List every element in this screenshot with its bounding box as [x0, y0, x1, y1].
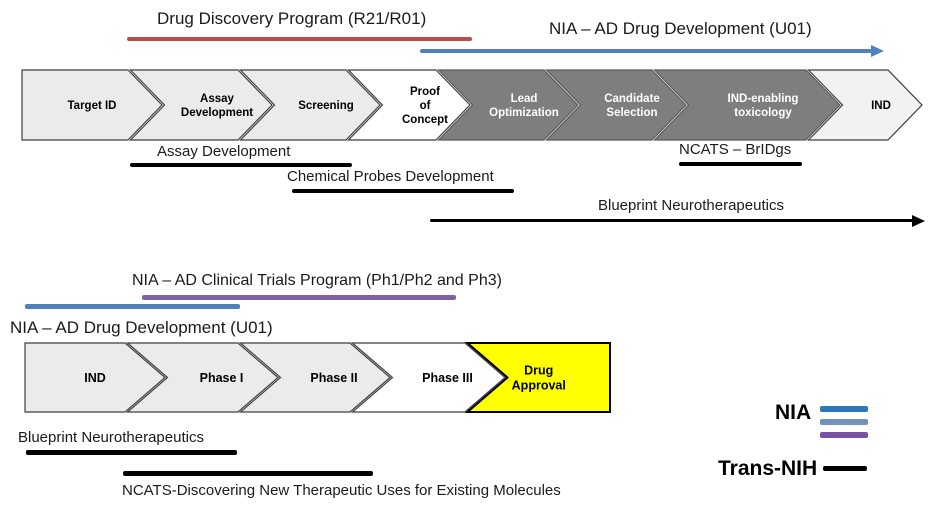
- nia-arrow-head-icon: [871, 45, 884, 57]
- nia-arrow-bar: [420, 49, 873, 53]
- legend-nia-purple-line: [820, 432, 868, 438]
- chevron-screening: [239, 69, 381, 141]
- chevron-target-id: [21, 69, 163, 141]
- chevron-ind: [807, 69, 923, 141]
- chevron-proof-of-concept: [347, 69, 471, 141]
- drug-discovery-program-title: Drug Discovery Program (R21/R01): [157, 9, 427, 28]
- legend-trans-nih-label: Trans-NIH: [718, 457, 818, 480]
- chevron-label-phase-i: Phase I: [200, 371, 244, 385]
- blueprint-bottom-underline: [26, 450, 237, 455]
- chevron-label-ind: IND: [84, 371, 106, 385]
- chevron-lead-optimization: [437, 69, 579, 141]
- chevron-label-ind: IND: [871, 100, 891, 112]
- nia-clinical-trials-line: [142, 295, 456, 300]
- ncats-discovering-overline: [123, 471, 373, 476]
- drug-discovery-program-line: [127, 37, 472, 41]
- blueprint-arrow-head-icon: [912, 215, 925, 227]
- ncats-bridgs-underline: [679, 162, 802, 166]
- chevron-candidate-selection: [545, 69, 687, 141]
- chevron-assay-development: [129, 69, 273, 141]
- blueprint-neurotherapeutics-bottom-annotation: Blueprint Neurotherapeutics: [18, 429, 204, 446]
- chevron-ind-enabling-toxicology: [653, 69, 841, 141]
- chevron-label-phase-ii: Phase II: [310, 371, 357, 385]
- nia-drug-development-bottom-title: NIA – AD Drug Development (U01): [10, 318, 273, 337]
- chemical-probes-annotation: Chemical Probes Development: [287, 168, 494, 185]
- ncats-discovering-annotation: NCATS-Discovering New Therapeutic Uses f…: [122, 482, 561, 499]
- nia-ad-drug-development-title: NIA – AD Drug Development (U01): [549, 19, 812, 38]
- chevron-phase-i: [125, 342, 279, 413]
- assay-development-underline: [130, 163, 352, 167]
- chevron-label-target-id: Target ID: [68, 100, 117, 112]
- blueprint-arrow-bar: [430, 219, 913, 222]
- blueprint-neurotherapeutics-annotation: Blueprint Neurotherapeutics: [598, 197, 784, 214]
- legend-nia-label: NIA: [775, 401, 812, 424]
- assay-development-annotation: Assay Development: [157, 143, 291, 160]
- ncats-bridgs-annotation: NCATS – BrIDgs: [679, 141, 792, 158]
- chevron-phase-iii: [350, 342, 506, 413]
- legend-nia-blue-light-line: [820, 419, 868, 425]
- chevron-phase-ii: [238, 342, 391, 413]
- legend-nia-blue-dark-line: [820, 406, 868, 412]
- chevron-label-screening: Screening: [298, 100, 354, 112]
- chemical-probes-underline: [292, 189, 514, 193]
- chevron-ind: [24, 342, 166, 413]
- nia-clinical-trials-title: NIA – AD Clinical Trials Program (Ph1/Ph…: [132, 272, 502, 289]
- legend-trans-nih-line: [823, 466, 867, 471]
- chevron-drug-approval: [464, 342, 611, 413]
- nia-drug-development-line: [25, 304, 240, 309]
- chevron-label-phase-iii: Phase III: [422, 371, 473, 385]
